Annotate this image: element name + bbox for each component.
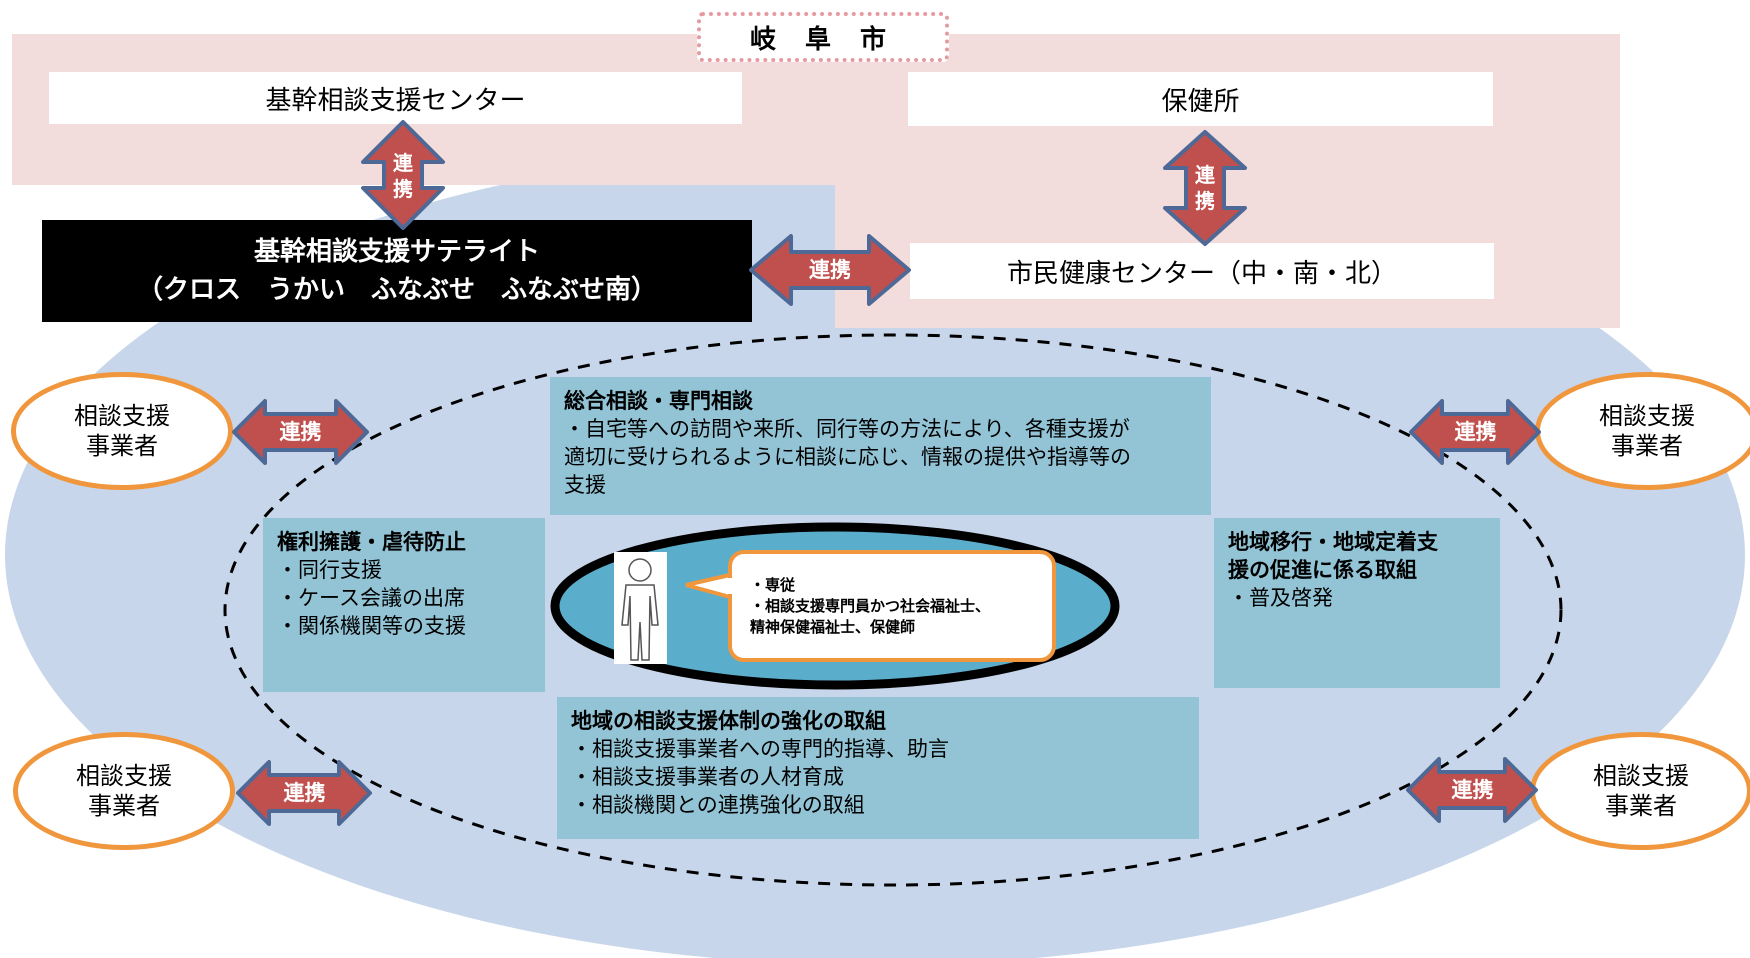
renkei-char: 携 xyxy=(393,177,413,201)
transition-title: 地域移行・地域定着支 xyxy=(1228,530,1438,554)
renkei-vertical-left: 連 携 xyxy=(383,150,423,202)
renkei-label-bottom-right: 連携 xyxy=(1451,778,1494,802)
staff-bubble: ・専従 ・相談支援専門員かつ社会福祉士、 精神保健福祉士、保健師 xyxy=(728,550,1056,662)
horizontal-double-arrow xyxy=(1409,399,1541,465)
provider-top-left: 相談支援 事業者 xyxy=(11,372,233,490)
renkei-char: 連 xyxy=(1195,163,1215,187)
provider-top-right: 相談支援 事業者 xyxy=(1535,372,1750,490)
horizontal-double-arrow xyxy=(749,234,911,306)
core-center-box: 基幹相談支援センター xyxy=(49,72,742,124)
advocacy-item: ・関係機関等の支援 xyxy=(277,614,466,638)
bubble-tail-joint xyxy=(727,578,733,594)
comprehensive-line: 支援 xyxy=(564,473,606,497)
person-icon xyxy=(614,552,667,664)
regional-item: ・相談支援事業者への専門的指導、助言 xyxy=(571,737,949,761)
health-office-box: 保健所 xyxy=(908,72,1493,126)
renkei-label-top-right: 連携 xyxy=(1454,420,1497,444)
advocacy-box: 権利擁護・虐待防止 ・同行支援 ・ケース会議の出席 ・関係機関等の支援 xyxy=(263,518,545,692)
satellite-line2: （クロス うかい ふなぶせ ふなぶせ南） xyxy=(136,275,657,305)
provider-label: 相談支援 xyxy=(1599,402,1695,430)
city-label: 岐 阜 市 xyxy=(697,12,949,62)
provider-label: 相談支援 xyxy=(1593,762,1689,790)
regional-box: 地域の相談支援体制の強化の取組 ・相談支援事業者への専門的指導、助言 ・相談支援… xyxy=(557,697,1199,839)
comprehensive-line: 適切に受けられるように相談に応じ、情報の提供や指導等の xyxy=(564,445,1131,469)
comprehensive-line: ・自宅等への訪問や来所、同行等の方法により、各種支援が xyxy=(564,417,1130,441)
provider-bottom-right: 相談支援 事業者 xyxy=(1530,732,1750,850)
renkei-char: 連 xyxy=(393,151,413,175)
provider-label: 相談支援 xyxy=(74,402,170,430)
horizontal-double-arrow xyxy=(236,760,372,826)
advocacy-item: ・同行支援 xyxy=(277,558,382,582)
comprehensive-title: 総合相談・専門相談 xyxy=(564,389,753,413)
provider-bottom-left: 相談支援 事業者 xyxy=(13,732,235,850)
dashed-ellipse xyxy=(223,333,1563,887)
renkei-label-bottom-left: 連携 xyxy=(283,781,326,805)
advocacy-item: ・ケース会議の出席 xyxy=(277,586,465,610)
regional-item: ・相談支援事業者の人材育成 xyxy=(571,765,844,789)
regional-item: ・相談機関との連携強化の取組 xyxy=(571,793,865,817)
provider-label: 事業者 xyxy=(86,432,158,460)
transition-item: ・普及啓発 xyxy=(1228,586,1333,610)
vertical-double-arrow xyxy=(1163,130,1247,246)
satellite-box: 基幹相談支援サテライト （クロス うかい ふなぶせ ふなぶせ南） xyxy=(42,220,752,322)
satellite-line1: 基幹相談支援サテライト xyxy=(253,237,540,267)
staff-line: 精神保健福祉士、保健師 xyxy=(750,617,916,636)
provider-label: 事業者 xyxy=(1605,792,1677,820)
horizontal-double-arrow xyxy=(232,399,369,465)
regional-title: 地域の相談支援体制の強化の取組 xyxy=(571,709,886,733)
staff-line: ・相談支援専門員かつ社会福祉士、 xyxy=(750,596,991,615)
horizontal-double-arrow xyxy=(1406,757,1538,823)
provider-label: 事業者 xyxy=(1611,432,1683,460)
staff-line: ・専従 xyxy=(750,575,796,594)
vertical-double-arrow xyxy=(361,120,445,230)
transition-box: 地域移行・地域定着支 援の促進に係る取組 ・普及啓発 xyxy=(1214,518,1500,688)
renkei-label-top-left: 連携 xyxy=(279,420,322,444)
advocacy-title: 権利擁護・虐待防止 xyxy=(277,530,466,554)
renkei-label-center: 連携 xyxy=(809,258,851,282)
civic-health-center-box: 市民健康センター（中・南・北） xyxy=(910,243,1494,299)
provider-label: 事業者 xyxy=(88,792,160,820)
transition-title: 援の促進に係る取組 xyxy=(1228,558,1417,582)
comprehensive-box: 総合相談・専門相談 ・自宅等への訪問や来所、同行等の方法により、各種支援が 適切… xyxy=(550,377,1211,515)
provider-label: 相談支援 xyxy=(76,762,172,790)
renkei-char: 携 xyxy=(1195,189,1215,213)
renkei-vertical-right: 連 携 xyxy=(1185,162,1225,214)
